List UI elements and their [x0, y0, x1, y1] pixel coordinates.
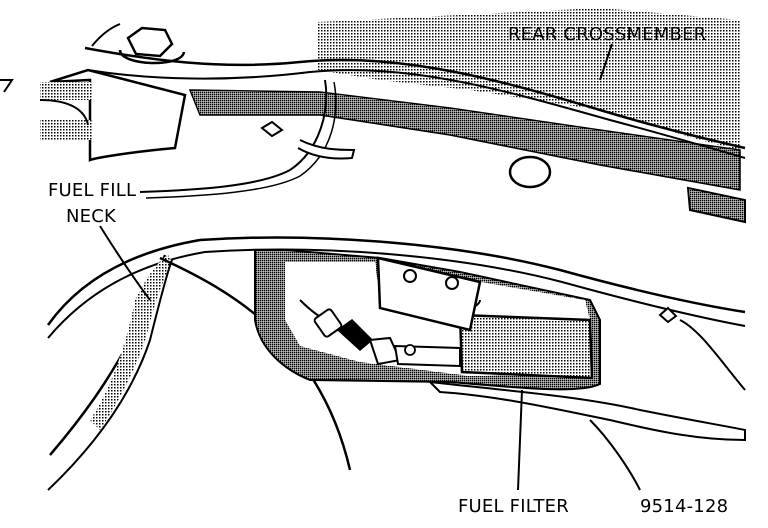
crossmember-lower-band [188, 89, 741, 191]
crossmember-edge [87, 69, 746, 159]
leader-rear-crossmember [599, 43, 613, 81]
leader-figure-number [589, 419, 641, 491]
floor-panel-edge-inner [47, 248, 746, 339]
fuel-fill-neck-outer [47, 259, 173, 491]
bracket-bolt-2 [445, 276, 459, 290]
leader-fuel-fill-neck [99, 225, 151, 301]
leader-fuel-filter [517, 389, 523, 491]
lower-strap [427, 380, 746, 442]
fuel-line-fitting [299, 299, 461, 368]
crossmember-tab [260, 120, 284, 138]
frame-rail-side [39, 99, 89, 126]
floor-panel-edge [46, 236, 746, 326]
bolt-icon [91, 23, 186, 65]
label-rear-crossmember: REAR CROSSMEMBER [508, 24, 706, 45]
crossmember-slot [686, 186, 746, 224]
fuel-fill-neck-stipple [90, 255, 172, 430]
vent-hose [139, 79, 328, 193]
label-fuel-fill-neck-line2: NECK [66, 206, 117, 227]
label-fuel-filter: FUEL FILTER [458, 496, 569, 517]
crossmember-hole [508, 155, 552, 189]
right-panel-edge [658, 306, 678, 324]
crossmember-top-surface [318, 8, 740, 150]
crossmember-tab-lip [297, 139, 356, 160]
label-figure-number: 9514-128 [640, 496, 728, 517]
right-panel-curve [679, 319, 746, 391]
vent-hose-inner [145, 81, 337, 199]
label-fuel-fill-neck-line1: FUEL FILL [48, 180, 136, 201]
crossmember-outline [84, 46, 746, 150]
left-edge-arrow-icon [0, 79, 14, 93]
frame-rail-stipple [40, 82, 92, 100]
bracket-bolt-1 [403, 269, 417, 283]
frame-rail [49, 68, 187, 162]
frame-rail-lower [40, 120, 92, 140]
